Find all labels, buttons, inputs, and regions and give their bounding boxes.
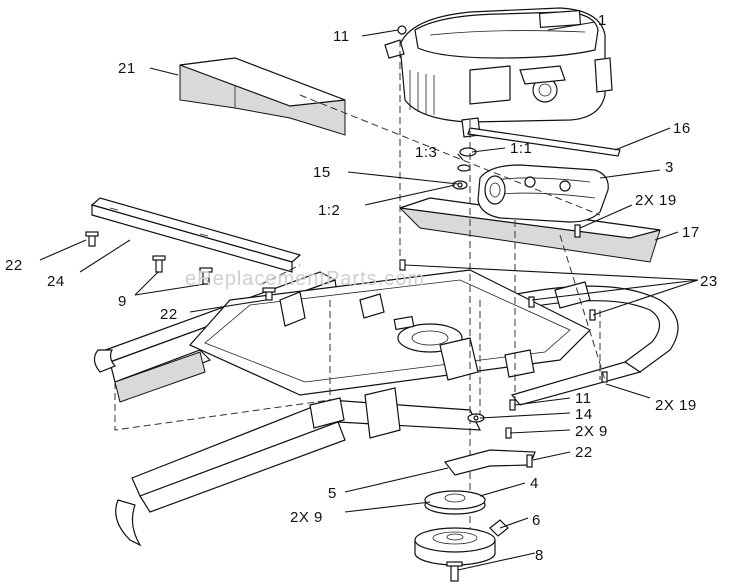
callout-16: 16 — [673, 120, 691, 137]
callout-22-center: 22 — [160, 306, 178, 323]
callout-1-2: 1:2 — [318, 202, 340, 219]
callout-3: 3 — [665, 159, 674, 176]
heat-shield — [179, 57, 346, 136]
watermark-text: eReplacementParts.com — [185, 268, 425, 290]
screw-11-top — [397, 25, 407, 35]
callout-labels: 1 11 21 16 1:3 1:1 15 3 1:2 2X 19 17 22 … — [5, 12, 718, 564]
engine — [384, 7, 613, 138]
centerlines — [259, 40, 606, 560]
pulley-bracket — [443, 449, 536, 476]
pulley — [424, 490, 486, 515]
callout-24: 24 — [47, 273, 65, 290]
callout-23: 23 — [700, 273, 718, 290]
bolt-22-center — [262, 287, 276, 301]
callout-2x9-upper: 2X 9 — [575, 423, 608, 440]
callout-2x19-upper: 2X 19 — [635, 192, 677, 209]
bolt-22-left — [85, 231, 99, 247]
callout-21: 21 — [118, 60, 136, 77]
leader-lines — [39, 21, 699, 571]
callout-14: 14 — [575, 406, 593, 423]
callout-8: 8 — [535, 547, 544, 564]
callout-1-1: 1:1 — [510, 140, 532, 157]
electric-clutch — [414, 519, 509, 566]
bolt-8 — [446, 561, 463, 582]
rod-16 — [467, 127, 621, 157]
callout-9: 9 — [118, 293, 127, 310]
mower-frame — [93, 269, 679, 547]
washers-stack — [452, 147, 477, 190]
callout-2x19-lower: 2X 19 — [655, 397, 697, 414]
callout-22-left: 22 — [5, 257, 23, 274]
bolt-9-pair — [152, 255, 213, 285]
support-bar — [90, 197, 302, 273]
callout-11-lower: 11 — [575, 390, 592, 407]
callout-11-top: 11 — [333, 28, 350, 45]
callout-5: 5 — [328, 485, 337, 502]
callout-6: 6 — [532, 512, 541, 529]
callout-1-3: 1:3 — [415, 144, 437, 161]
callout-22-lower: 22 — [575, 444, 593, 461]
bolt-19-upper — [574, 224, 581, 238]
callout-17: 17 — [682, 224, 700, 241]
lower-hardware — [467, 399, 516, 439]
callout-4: 4 — [530, 475, 539, 492]
callout-1: 1 — [598, 12, 607, 29]
callout-2x9-lower: 2X 9 — [290, 509, 323, 526]
callout-15: 15 — [313, 164, 331, 181]
